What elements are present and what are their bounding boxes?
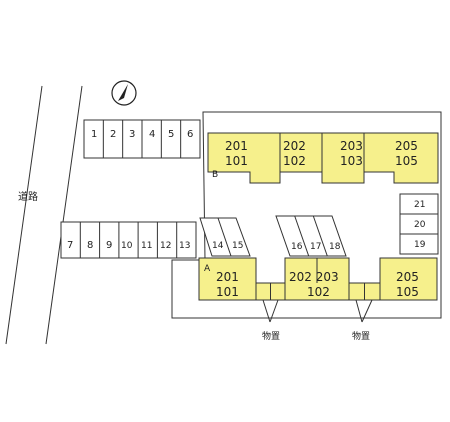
parking-space-label: 19 (414, 240, 426, 250)
unit-number: 105 (396, 285, 419, 299)
building-a: A 201 101 202 203 102 205 105 (198, 257, 438, 301)
building-b: B 201 101 202 102 203 103 205 105 (207, 132, 439, 184)
parking-space-label: 5 (168, 129, 174, 140)
parking-space-label: 13 (179, 241, 190, 251)
unit-number: 105 (395, 154, 418, 168)
unit-number: 203 (340, 139, 363, 153)
building-tag: A (204, 264, 211, 274)
parking-space-label: 12 (160, 241, 171, 251)
parking-space-label: 8 (87, 240, 93, 251)
storage-callout-left: 物置 (262, 299, 280, 342)
parking-space-label: 1 (91, 129, 97, 140)
parking-space-label: 7 (67, 240, 73, 251)
parking-space-label: 6 (187, 129, 193, 140)
unit-number: 202 203 (289, 270, 339, 284)
storage-callout-right: 物置 (352, 299, 373, 342)
unit-number: 101 (216, 285, 239, 299)
parking-space-label: 10 (121, 241, 133, 251)
unit-number: 201 (216, 270, 239, 284)
unit-number: 202 (283, 139, 306, 153)
parking-space-label: 4 (149, 129, 155, 140)
road-label: 道路 (18, 190, 38, 203)
unit-number: 101 (225, 154, 248, 168)
parking-angled-mid: 16 17 18 (275, 215, 347, 257)
unit-number: 205 (395, 139, 418, 153)
parking-space-label: 15 (232, 241, 243, 251)
parking-column-right: 21 20 19 (399, 193, 439, 255)
parking-space-label: 21 (414, 200, 425, 210)
building-tag: B (212, 170, 218, 180)
parking-space-label: 2 (110, 129, 116, 140)
parking-space-label: 20 (414, 220, 426, 230)
storage-label: 物置 (352, 330, 370, 342)
parking-space-label: 14 (212, 241, 224, 251)
parking-space-label: 11 (141, 241, 152, 251)
parking-space-label: 18 (329, 242, 341, 252)
unit-number: 102 (307, 285, 330, 299)
north-arrow-icon (111, 80, 137, 106)
unit-number: 201 (225, 139, 248, 153)
road-edge-left (5, 85, 43, 345)
parking-row-top: 1 2 3 4 5 6 (83, 119, 201, 159)
storage-label: 物置 (262, 330, 280, 342)
unit-number: 102 (283, 154, 306, 168)
unit-number: 103 (340, 154, 363, 168)
parking-angled-left: 14 15 (199, 217, 251, 257)
road-edge-right (45, 85, 83, 345)
unit-number: 205 (396, 270, 419, 284)
parking-space-label: 3 (129, 129, 135, 140)
parking-row-left: 7 8 9 10 11 12 13 (60, 221, 197, 259)
parking-space-label: 9 (106, 240, 112, 251)
parking-space-label: 16 (291, 242, 303, 252)
parking-space-label: 17 (310, 242, 321, 252)
